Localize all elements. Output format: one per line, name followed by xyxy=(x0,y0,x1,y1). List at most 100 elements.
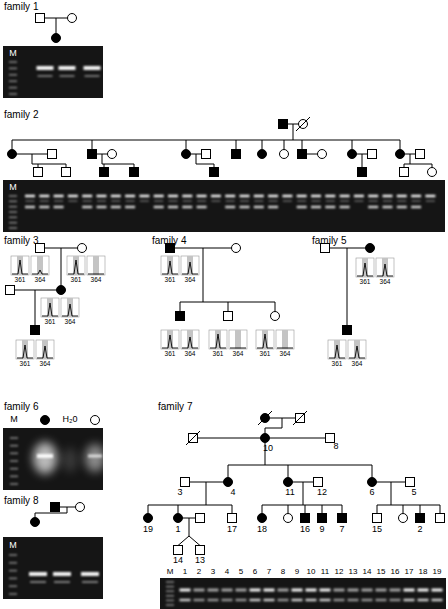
gel-band xyxy=(30,581,46,583)
unaffected-female xyxy=(280,150,289,159)
descent-line xyxy=(61,248,62,286)
electropherogram-panel xyxy=(87,256,105,275)
descent-line xyxy=(178,505,179,514)
individual-number: 4 xyxy=(230,488,235,497)
gel-band xyxy=(390,599,401,602)
gel-band xyxy=(264,599,275,602)
allele-size: 364 xyxy=(35,277,46,284)
affected-female xyxy=(258,150,267,159)
descent-line xyxy=(92,140,93,150)
unaffected-male xyxy=(400,168,409,177)
descent-line xyxy=(342,505,343,514)
individual-number: 19 xyxy=(143,525,153,534)
electropherogram-panel xyxy=(209,330,227,349)
electropherogram-panel xyxy=(11,256,29,275)
unaffected-female xyxy=(284,514,293,523)
marker-lane-label: M xyxy=(9,183,17,192)
gel-band xyxy=(9,206,17,208)
allele-window xyxy=(235,330,241,349)
gel-band xyxy=(432,599,443,602)
gel-band xyxy=(88,455,102,458)
marker-lane-label: M xyxy=(9,541,17,550)
descent-line xyxy=(302,140,303,150)
allele-peak xyxy=(257,334,273,348)
allele-peak xyxy=(17,345,33,358)
gel-band xyxy=(39,195,49,198)
gel-band xyxy=(240,206,250,209)
gel-band xyxy=(166,595,174,597)
gel-band xyxy=(340,206,350,209)
allele-size: 361 xyxy=(360,279,371,286)
gel-band xyxy=(9,195,17,197)
electropherogram-panel xyxy=(161,256,179,275)
gel-band xyxy=(10,437,18,439)
descent-line xyxy=(391,482,392,505)
gel-band xyxy=(320,599,331,602)
unaffected-female xyxy=(108,150,117,159)
allele-peak xyxy=(210,334,226,348)
gel-band xyxy=(254,206,264,209)
descent-line xyxy=(322,505,323,514)
gel-band xyxy=(383,200,392,202)
individual-number: 11 xyxy=(285,488,294,497)
lane-number: 18 xyxy=(419,568,428,576)
gel-band xyxy=(325,206,335,209)
lane-number: 16 xyxy=(391,568,400,576)
descent-line xyxy=(232,505,233,514)
unaffected-male xyxy=(34,168,43,177)
affected-male xyxy=(279,120,288,129)
gel-band xyxy=(236,599,247,602)
lane-number: 4 xyxy=(225,568,229,576)
lane-number: 10 xyxy=(307,568,316,576)
gel-band xyxy=(368,206,378,209)
allele-size: 364 xyxy=(233,351,244,358)
gel-band xyxy=(197,200,206,202)
affected-male xyxy=(318,514,327,523)
gel-band xyxy=(26,200,35,202)
gel-band xyxy=(182,195,192,198)
descent-line xyxy=(134,164,135,168)
allele-size: 364 xyxy=(65,319,76,326)
individual-number: 16 xyxy=(300,525,310,534)
gel-band xyxy=(404,599,415,602)
affected-female xyxy=(8,150,17,159)
gel-band xyxy=(25,195,35,198)
descent-line xyxy=(420,505,421,514)
allele-peak xyxy=(162,261,178,274)
descent-line xyxy=(104,164,105,168)
gel-band xyxy=(84,66,101,70)
gel-band xyxy=(311,206,321,209)
gel-band xyxy=(125,206,135,209)
allele-peak xyxy=(42,303,58,316)
gel-band xyxy=(292,589,303,592)
gel-band xyxy=(390,589,401,592)
individual-number: 1 xyxy=(175,525,180,534)
descent-line xyxy=(32,154,33,164)
family-title: family 8 xyxy=(4,496,38,506)
gel-band xyxy=(240,195,250,198)
allele-size: 364 xyxy=(380,279,391,286)
sibship-line xyxy=(228,465,372,466)
allele-window xyxy=(37,256,43,275)
electropherogram-panel xyxy=(67,256,85,275)
unaffected-male xyxy=(181,478,190,487)
affected-female xyxy=(144,514,153,523)
affected-female xyxy=(396,150,405,159)
gel-band xyxy=(10,468,18,470)
gel-band xyxy=(268,206,278,209)
gel-band xyxy=(297,195,307,198)
descent-line xyxy=(288,465,289,478)
unaffected-male xyxy=(36,14,45,23)
affected-male xyxy=(130,168,139,177)
gel-band xyxy=(60,75,75,77)
gel-band xyxy=(282,195,292,198)
gel-band xyxy=(139,195,149,198)
gel-band xyxy=(154,206,164,209)
unaffected-female xyxy=(68,14,77,23)
gel-band xyxy=(82,206,92,209)
gel-band xyxy=(225,195,235,198)
unaffected-male xyxy=(196,514,205,523)
allele-peak xyxy=(62,304,78,316)
affected-female xyxy=(41,416,50,425)
lane-number: 2 xyxy=(197,568,201,576)
